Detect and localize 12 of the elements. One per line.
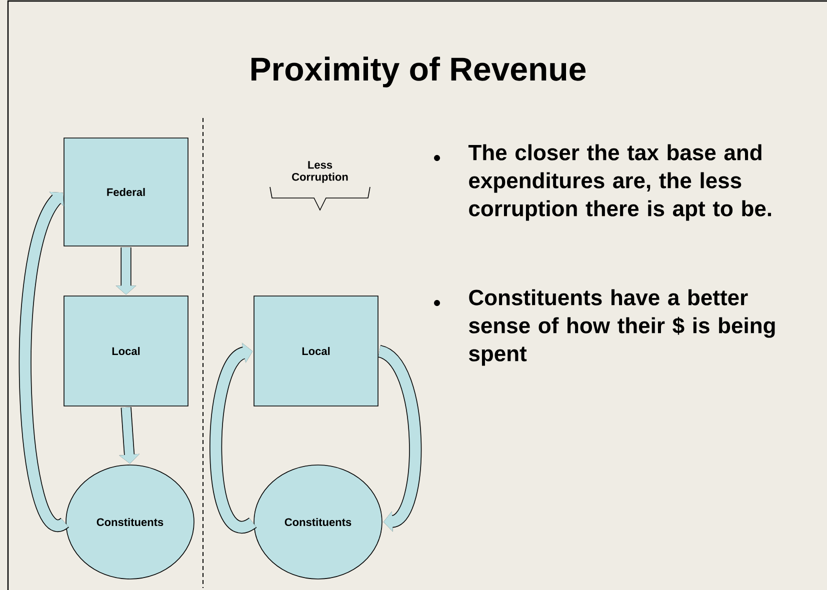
bullet-text: The closer the tax base and expenditures are, the less corruption there is apt to be. xyxy=(468,144,772,221)
square-box: Local xyxy=(254,296,378,406)
circle-node: Constituents xyxy=(66,464,194,580)
bullet-text: Constituents have a better sense of how their $ is being spent xyxy=(468,289,775,366)
square-box: Federal xyxy=(64,138,188,246)
block-arrow xyxy=(18,192,66,531)
title: Proximity of Revenue xyxy=(252,56,586,88)
block-arrow xyxy=(376,346,422,532)
square-box: Local xyxy=(64,296,188,406)
block-arrow xyxy=(210,342,256,534)
annotation: Less Corruption xyxy=(292,161,348,183)
circle-node: Constituents xyxy=(254,464,382,580)
